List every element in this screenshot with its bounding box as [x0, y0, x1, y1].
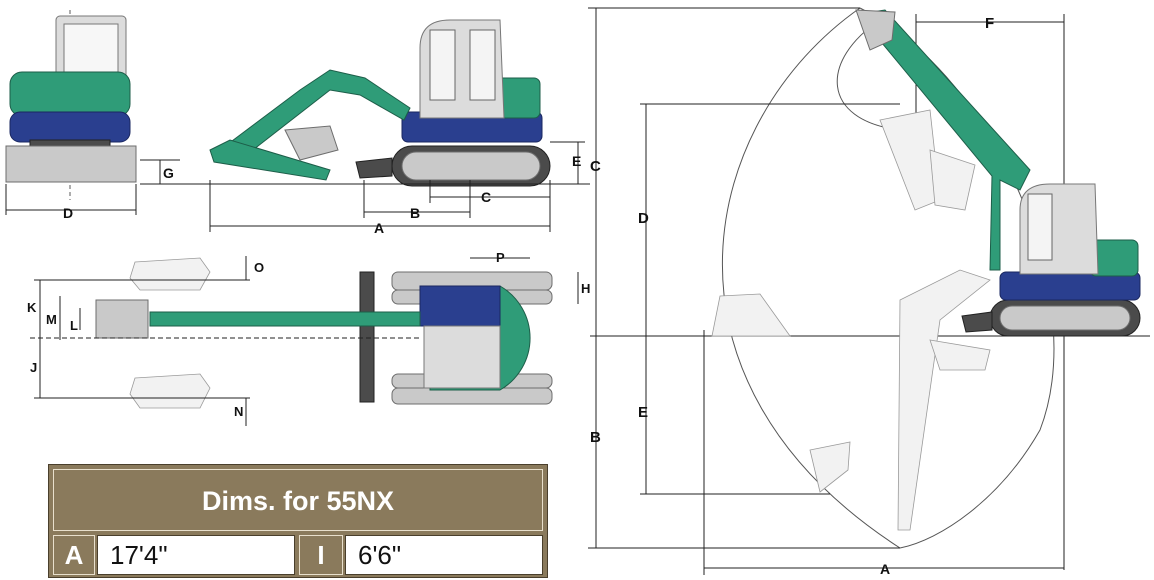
range-label-C: C: [590, 158, 601, 175]
dimensions-table-title: Dims. for 55NX: [53, 469, 543, 531]
top-label-H: H: [581, 281, 590, 296]
range-label-F: F: [985, 15, 994, 32]
range-label-A: A: [880, 561, 890, 577]
side-label-A: A: [374, 220, 384, 236]
table-value-2: 6'6": [345, 535, 543, 575]
top-label-L: L: [70, 318, 78, 333]
front-view: [5, 10, 200, 215]
range-label-E: E: [638, 404, 648, 421]
table-key-1: A: [53, 535, 95, 575]
front-label-G: G: [163, 165, 174, 181]
range-label-B: B: [590, 429, 601, 446]
table-value-1: 17'4": [97, 535, 295, 575]
table-key-2: I: [299, 535, 343, 575]
top-label-P: P: [496, 250, 505, 265]
front-label-D: D: [63, 205, 73, 221]
side-view: [200, 19, 590, 232]
top-label-M: M: [46, 312, 57, 327]
range-view: [588, 7, 1150, 575]
top-label-O: O: [254, 260, 264, 275]
side-label-E: E: [572, 153, 581, 169]
range-label-D: D: [638, 210, 649, 227]
side-label-C: C: [481, 189, 491, 205]
top-label-K: K: [27, 300, 37, 315]
top-label-N: N: [234, 404, 243, 419]
dimensions-table: Dims. for 55NX A 17'4" I 6'6": [48, 464, 548, 578]
side-label-B: B: [410, 205, 420, 221]
top-view: [30, 256, 579, 426]
top-label-J: J: [30, 360, 37, 375]
